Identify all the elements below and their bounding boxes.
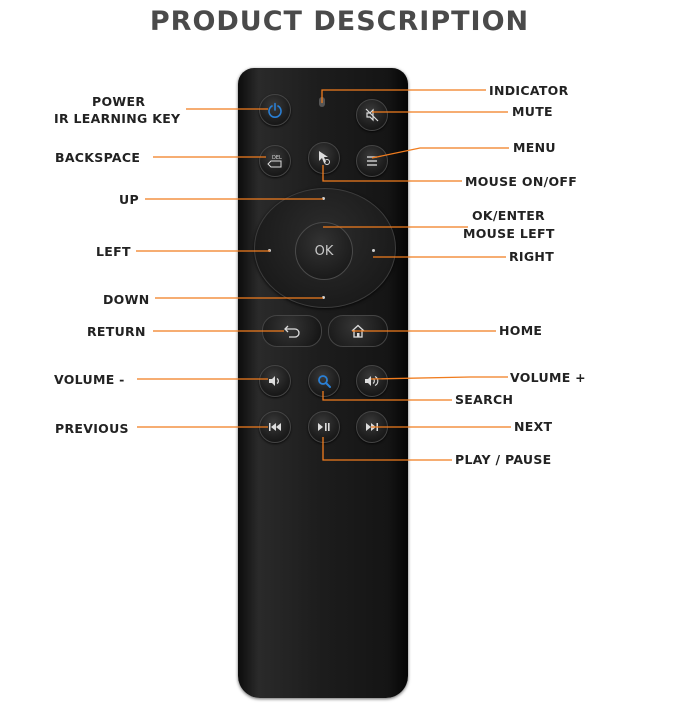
down-key[interactable] [322,296,325,299]
home-icon [351,324,365,338]
label-menu: MENU [513,140,556,155]
return-arrow-icon [284,325,300,338]
previous-track-icon [269,423,281,431]
label-previous: PREVIOUS [55,421,129,436]
label-left: LEFT [96,244,131,259]
ok-button-label: OK [314,243,334,259]
label-mute: MUTE [512,104,553,119]
label-backspace: BACKSPACE [55,150,141,165]
label-ok-enter: OK/ENTER [472,208,545,223]
search-button[interactable] [308,365,340,397]
label-mouse-left: MOUSE LEFT [463,226,555,241]
label-indicator: INDICATOR [489,83,569,98]
up-key[interactable] [322,197,325,200]
volume-up-button[interactable] [356,365,388,397]
menu-button[interactable] [356,145,388,177]
search-icon [318,375,331,388]
label-home: HOME [499,323,543,338]
label-power: POWER [92,94,146,109]
label-down: DOWN [103,292,150,307]
volume-down-icon [269,376,279,386]
label-right: RIGHT [509,249,555,264]
volume-down-button[interactable] [259,365,291,397]
label-ir-learning-key: IR LEARNING KEY [54,111,181,126]
backspace-icon: DEL [267,155,282,168]
label-up: UP [119,192,139,207]
power-button[interactable] [259,94,291,126]
mute-icon [365,108,379,122]
ok-button[interactable]: OK [295,222,353,280]
mute-button[interactable] [356,99,388,131]
label-volume-minus: VOLUME - [54,372,125,387]
right-key[interactable] [372,249,375,252]
page-title: PRODUCT DESCRIPTION [149,6,530,37]
backspace-button[interactable]: DEL [259,145,291,177]
mouse-cursor-icon [319,151,330,165]
mouse-toggle-button[interactable] [308,142,340,174]
label-volume-plus: VOLUME + [510,370,586,385]
svg-text:DEL: DEL [272,155,282,161]
play-pause-icon [318,423,330,431]
power-icon [268,102,282,118]
play-pause-button[interactable] [308,411,340,443]
label-play-pause: PLAY / PAUSE [455,452,552,467]
label-mouse-on-off: MOUSE ON/OFF [465,174,578,189]
label-return: RETURN [87,324,146,339]
label-next: NEXT [514,419,553,434]
label-search: SEARCH [455,392,514,407]
